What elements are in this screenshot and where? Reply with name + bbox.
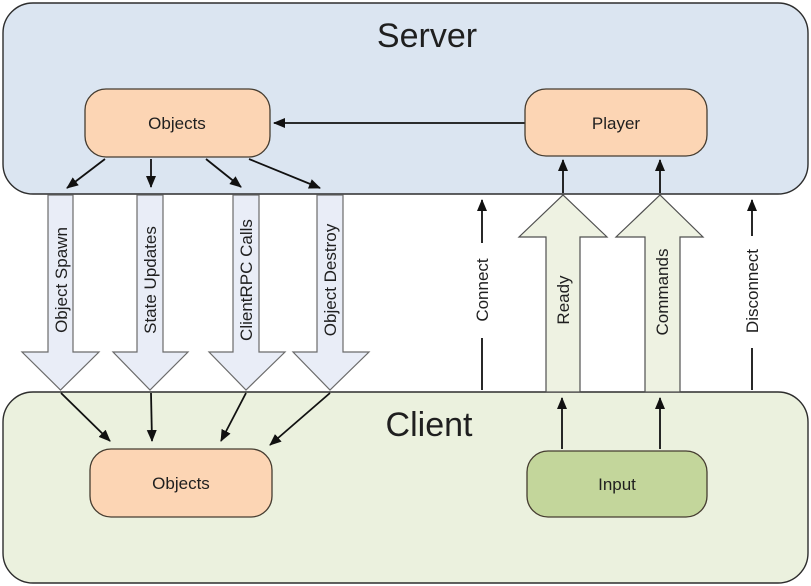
server-objects-node (84, 88, 271, 158)
block-arrow-state-updates-label: State Updates (141, 226, 160, 334)
disconnect-label-background (739, 236, 765, 348)
block-arrow-clientrpc-calls (207, 194, 287, 391)
arrow-clientrpc-calls-to-objects (220, 392, 247, 442)
arrow-state-updates-to-objects (146, 392, 157, 442)
player-node (524, 88, 708, 157)
block-arrow-clientrpc-calls-label: ClientRPC Calls (237, 219, 256, 341)
arrow-disconnect-label: Disconnect (743, 249, 762, 333)
block-arrow-object-destroy-label: Object Destroy (321, 223, 340, 336)
block-arrow-ready-label: Ready (554, 275, 573, 325)
connect-label-background (469, 243, 495, 338)
input-node (526, 450, 708, 518)
block-arrow-object-spawn (20, 194, 101, 391)
block-arrow-commands (614, 194, 705, 393)
block-arrow-object-destroy (291, 194, 371, 391)
client-zone (2, 391, 809, 584)
block-arrow-commands-label: Commands (653, 249, 672, 336)
client-objects-node (89, 448, 273, 518)
block-arrow-ready (517, 194, 609, 393)
client-zone-title: Client (386, 406, 473, 444)
player-node-label: Player (592, 114, 641, 133)
arrow-objects-to-object-spawn (66, 158, 106, 189)
arrow-objects-to-clientrpc-calls (205, 158, 242, 188)
server-zone-title: Server (377, 17, 477, 55)
block-arrow-state-updates (111, 194, 190, 391)
client-objects-node-label: Objects (152, 474, 210, 493)
input-node-label: Input (598, 475, 636, 494)
arrow-object-destroy-to-objects (269, 392, 331, 446)
server-objects-node-label: Objects (148, 114, 206, 133)
arrow-object-spawn-to-objects (60, 392, 111, 442)
arrow-objects-to-object-destroy (248, 158, 321, 189)
arrow-connect-label: Connect (473, 258, 492, 322)
block-arrow-object-spawn-label: Object Spawn (52, 227, 71, 333)
